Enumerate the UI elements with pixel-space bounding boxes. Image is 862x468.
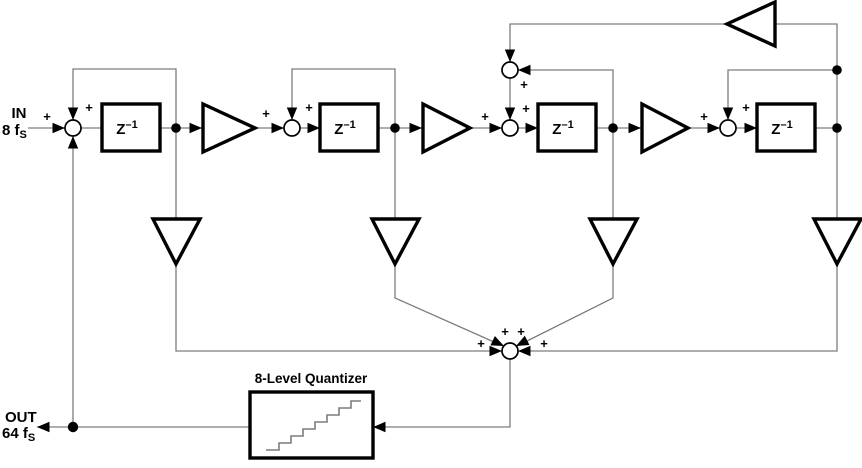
sum-node-2	[283, 119, 301, 137]
sum-node-4	[719, 119, 737, 137]
plus-sign-node3-left: +	[481, 109, 489, 124]
wire-loop1	[72, 68, 177, 128]
arrowhead-input	[52, 122, 65, 134]
delay-label-2: Z–1	[334, 119, 355, 138]
plus-sign-node3u-right: +	[520, 77, 528, 92]
plus-sign-node2-left: +	[262, 106, 270, 121]
gain-amp-3	[640, 101, 692, 155]
arrowhead-to-node2	[271, 122, 284, 134]
arrowhead-to-amp1	[189, 122, 202, 134]
wire-fbgain3-to-sum	[516, 264, 614, 347]
junction-dot-4	[832, 123, 842, 133]
plus-sign-node1-left: +	[43, 109, 51, 124]
delay-label-4: Z–1	[771, 119, 792, 138]
arrowhead-to-amp2	[409, 122, 422, 134]
arrowhead-node1-top	[67, 107, 79, 120]
plus-sign-node1-top: +	[85, 100, 93, 115]
wire-branch-to-node4	[727, 69, 837, 120]
arrowhead-to-amp3	[628, 122, 641, 134]
plus-sign-node4-left: +	[700, 109, 708, 124]
plus-sign-sum-left: +	[477, 336, 485, 351]
arrowhead-to-node3	[489, 122, 502, 134]
arrowhead-node2-top	[286, 107, 298, 120]
wire-fbamp-in	[775, 23, 838, 219]
junction-dot-feedback	[832, 65, 842, 75]
quantizer-label: 8-Level Quantizer	[255, 371, 368, 386]
wire-fbamp-out	[509, 23, 727, 62]
wire-loop3	[518, 69, 614, 128]
feedforward-gain-1	[150, 217, 203, 268]
junction-dot-output	[67, 421, 79, 433]
arrowhead-node4-top	[722, 107, 734, 120]
sum-nodes	[64, 61, 737, 360]
plus-sign-sum-diagright: +	[517, 324, 525, 339]
junction-dot-3	[608, 123, 618, 133]
plus-sign-sum-diagleft: +	[501, 324, 509, 339]
arrowhead-to-delay3	[525, 122, 538, 134]
delay-label-1: Z–1	[116, 119, 137, 138]
wires	[28, 23, 838, 428]
wire-fbgain2-to-sum	[394, 264, 504, 347]
arrowhead-node3-top	[504, 107, 516, 120]
plus-sign-node3-top: +	[522, 101, 530, 116]
staircase-icon	[266, 400, 361, 451]
input-label: IN	[12, 105, 27, 122]
arrowhead-to-delay2	[307, 122, 320, 134]
plus-sign-node2-top: +	[305, 100, 313, 115]
arrowheads	[37, 49, 757, 433]
feedforward-gain-3	[587, 217, 640, 268]
arrowhead-to-node4	[707, 122, 720, 134]
gain-amp-1	[201, 101, 260, 155]
arrowhead-node3u-right	[518, 64, 531, 76]
delay-block-4	[755, 102, 817, 153]
arrowhead-sum-right	[518, 345, 531, 357]
sum-node-1	[64, 119, 82, 137]
delay-label-3: Z–1	[552, 119, 573, 138]
wire-sum-to-quantizer	[373, 359, 511, 428]
gain-amp-2	[421, 101, 474, 155]
junction-dot-1	[171, 123, 181, 133]
arrowhead-sum-diag-right	[516, 335, 530, 346]
sum-node-3-upper	[501, 61, 519, 79]
arrowhead-quantizer-in	[373, 421, 386, 433]
feedback-amp	[722, 0, 777, 49]
junction-dots	[67, 65, 842, 433]
feedforward-gain-4	[811, 217, 862, 268]
labels: IN 8 fS OUT 64 fS Z–1 Z–1 Z–1 Z–1 8-Leve…	[2, 77, 793, 444]
sum-node-3	[501, 119, 519, 137]
wire-loop2	[291, 68, 396, 128]
delay-block-1	[100, 102, 162, 153]
output-label: OUT	[5, 409, 37, 426]
quantizer-block	[248, 390, 375, 460]
delay-block-2	[318, 102, 380, 153]
plus-sign-sum-right: +	[540, 336, 548, 351]
blocks	[100, 0, 862, 460]
junction-dot-2	[390, 123, 400, 133]
plus-sign-node4-top: +	[742, 100, 750, 115]
output-rate-label: 64 fS	[2, 425, 35, 444]
input-rate-label: 8 fS	[2, 122, 27, 141]
arrowhead-sum-left	[489, 345, 502, 357]
arrowhead-output	[37, 421, 50, 433]
arrowhead-sum-diag-left	[490, 336, 504, 346]
wire-fbgain1-to-sum	[175, 264, 502, 352]
feedforward-gain-2	[369, 217, 422, 268]
arrowhead-node1-bottom	[67, 136, 79, 149]
arrowhead-to-delay4	[744, 122, 757, 134]
wire-fbgain4-to-sum	[518, 264, 838, 352]
sum-node-quantizer	[501, 342, 519, 360]
arrowhead-node3u-top	[504, 49, 516, 62]
delay-block-3	[536, 102, 598, 153]
